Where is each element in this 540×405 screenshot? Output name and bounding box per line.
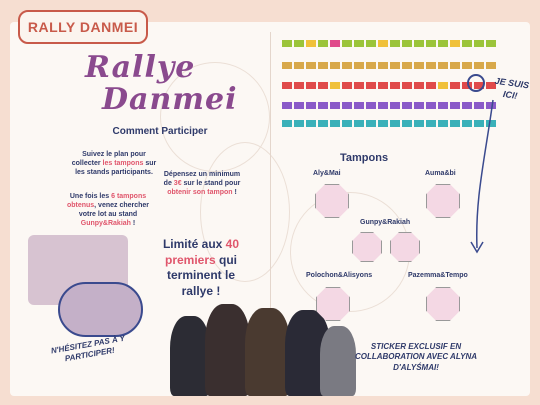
highlight: Gunpy&Rakiah — [80, 220, 131, 228]
merch-photo-circle — [58, 282, 143, 337]
rally-tab: RALLY DANMEI — [18, 10, 148, 44]
stamp-badge — [426, 287, 460, 321]
text: Dépensez un minimum de — [163, 171, 241, 188]
text: ! — [130, 220, 136, 228]
sticker-note: STICKER EXCLUSIF EN COLLABORATION AVEC A… — [354, 342, 478, 372]
tab-label: RALLY DANMEI — [27, 19, 139, 35]
character — [205, 304, 250, 396]
map-row — [282, 40, 496, 47]
stamp-label: Auma&bi — [425, 170, 456, 177]
highlight: les tampons — [102, 160, 144, 168]
text: Suivez le plan pour collecter — [71, 151, 146, 168]
instruction-3: Une fois les 6 tampons obtenus, venez ch… — [58, 192, 158, 228]
text: ! — [232, 189, 237, 197]
participate-heading: Comment Participer — [112, 126, 208, 137]
character — [170, 316, 210, 396]
text: Limité aux — [162, 237, 226, 251]
text: sur le stand pour — [181, 180, 241, 188]
instruction-2: Dépensez un minimum de 3€ sur le stand p… — [160, 170, 244, 197]
stamp-label: Polochon&Alisyons — [306, 272, 373, 279]
map-row — [282, 102, 496, 109]
stamps-title: Tampons — [340, 152, 389, 164]
venue-map — [282, 38, 510, 156]
title-line-1: Rallye — [85, 50, 196, 85]
you-are-here-marker — [467, 74, 485, 92]
stamp-label: Pazemma&Tempo — [408, 272, 468, 279]
fold-divider — [270, 32, 271, 386]
limit-text: Limité aux 40 premiers qui terminent le … — [156, 237, 246, 299]
character — [245, 308, 290, 396]
map-row — [282, 120, 496, 127]
characters-illustration — [160, 302, 360, 396]
stamp-badge — [315, 184, 349, 218]
flourish-decoration — [200, 142, 290, 282]
text: , venez chercher votre lot au stand — [78, 202, 150, 219]
character — [320, 326, 356, 396]
map-row — [282, 62, 496, 69]
highlight: 40 premiers — [164, 237, 240, 267]
highlight: 6 tampons obtenus — [66, 193, 147, 210]
text: qui terminent le rallye ! — [166, 252, 238, 298]
stamp-label: Aly&Mai — [313, 170, 341, 177]
stamp-badge — [352, 232, 382, 262]
text: sur les stands participants. — [75, 160, 157, 177]
stamp-badge — [390, 232, 420, 262]
stamp-label: Gunpy&Rakiah — [360, 219, 411, 226]
flyer-page: Rallye Danmei Comment Participer Suivez … — [10, 22, 530, 396]
text: Une fois les — [69, 193, 112, 200]
highlight: 3€ — [173, 180, 182, 188]
participate-hint: N'HÉSITEZ PAS À Y PARTICIPER! — [50, 333, 126, 364]
instruction-1: Suivez le plan pour collecter les tampon… — [68, 150, 160, 177]
highlight: obtenir son tampon — [167, 189, 233, 197]
stamp-badge — [426, 184, 460, 218]
title-line-2: Danmei — [102, 82, 238, 117]
arrow-icon — [470, 99, 494, 254]
map-row — [282, 82, 496, 89]
stamp-badge — [316, 287, 350, 321]
